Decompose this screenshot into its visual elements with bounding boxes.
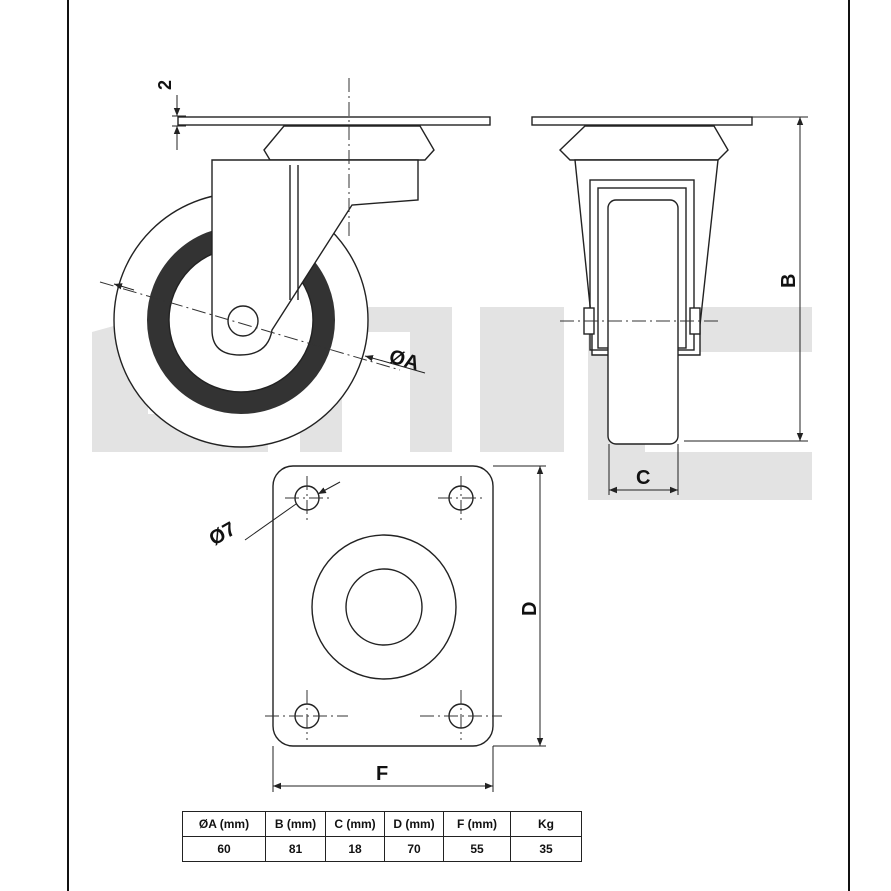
side-view: 2 ØA	[99, 78, 491, 448]
fork	[211, 159, 419, 356]
axle	[227, 305, 259, 337]
watermark-text: aaic	[820, 879, 822, 881]
header-height: B (mm)	[265, 811, 326, 837]
swivel-boss-inner	[345, 568, 423, 646]
dim-label-plate-length: D	[519, 602, 541, 616]
spec-value-row: 60 81 18 70 55 35	[182, 836, 582, 862]
swivel-housing	[263, 125, 435, 161]
value-weight: 35	[510, 836, 582, 862]
dim-label-plate-width: F	[376, 763, 388, 785]
value-width: 18	[325, 836, 385, 862]
swivel-boss-outer	[311, 534, 457, 680]
front-view: B C	[531, 116, 808, 495]
header-length: D (mm)	[384, 811, 444, 837]
mounting-plate	[272, 465, 494, 747]
header-width: C (mm)	[325, 811, 385, 837]
plate-view: Ø7 D F	[206, 465, 546, 792]
spec-header-row: ØA (mm) B (mm) C (mm) D (mm) F (mm) Kg	[182, 811, 582, 837]
dim-label-thickness: 2	[155, 80, 175, 90]
value-plate-width: 55	[443, 836, 511, 862]
dim-label-hole: Ø7	[206, 518, 240, 550]
header-diameter: ØA (mm)	[182, 811, 266, 837]
drawing-frame	[67, 0, 850, 891]
dim-label-height: B	[778, 274, 800, 288]
top-plate-front	[531, 116, 753, 126]
bolt-holes	[265, 476, 502, 740]
header-weight: Kg	[510, 811, 582, 837]
top-plate	[177, 116, 491, 126]
wheel-front	[607, 199, 679, 445]
header-plate-width: F (mm)	[443, 811, 511, 837]
value-height: 81	[265, 836, 326, 862]
value-length: 70	[384, 836, 444, 862]
dim-label-wheel-width: C	[636, 467, 650, 489]
value-diameter: 60	[182, 836, 266, 862]
spec-table: ØA (mm) B (mm) C (mm) D (mm) F (mm) Kg 6…	[182, 811, 582, 862]
